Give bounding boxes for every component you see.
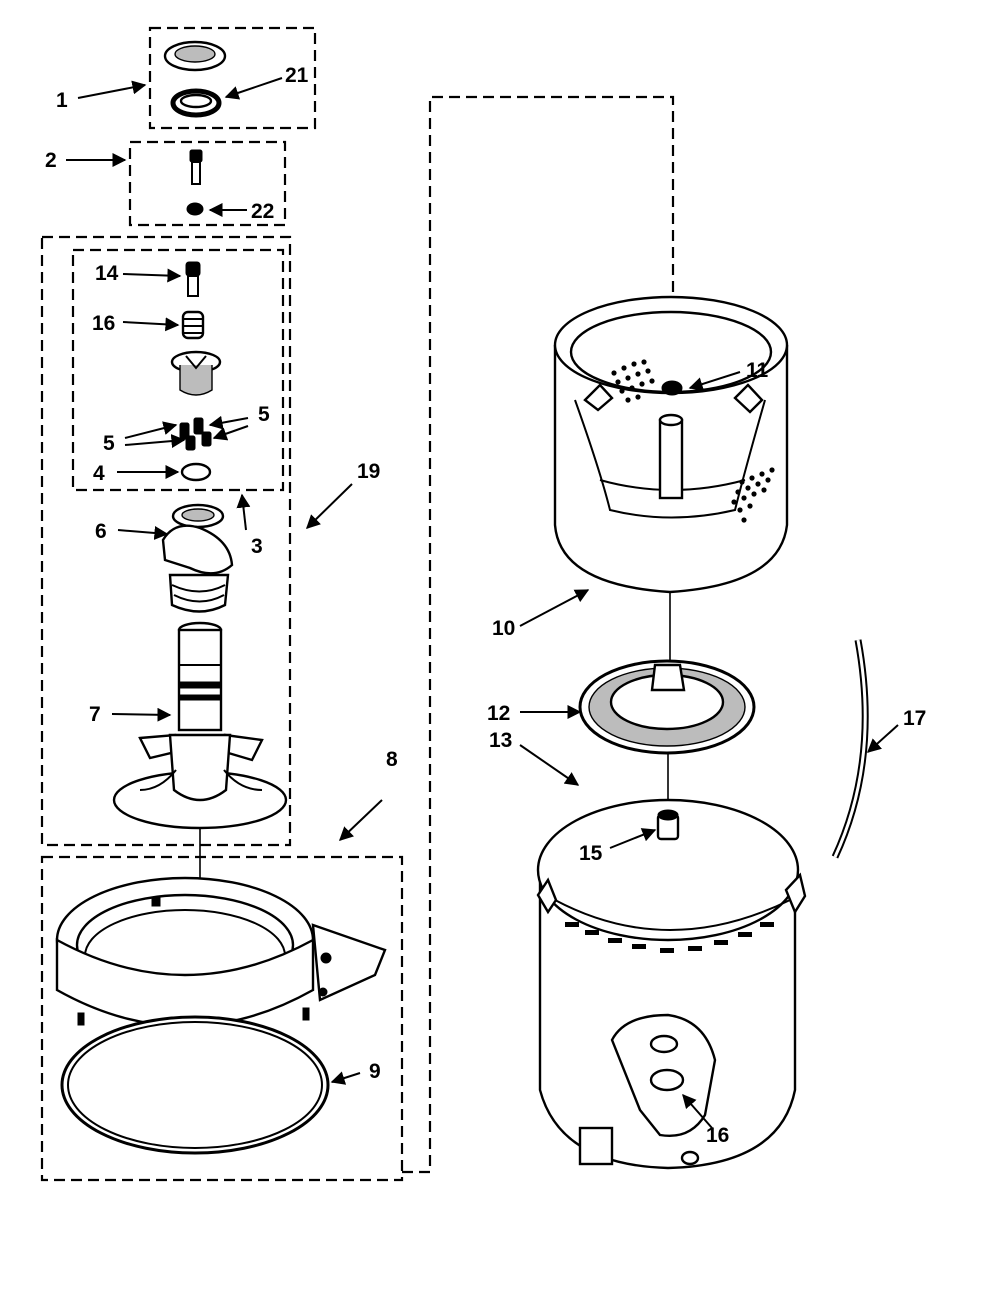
leader-arrows xyxy=(66,77,899,1129)
group-box-3 xyxy=(71,248,285,492)
part-8-base-ring xyxy=(55,876,387,1056)
part-5-dogs xyxy=(179,417,212,451)
part-6-cam-assembly xyxy=(161,503,234,613)
label-part-15: 15 xyxy=(579,842,603,865)
label-part-13: 13 xyxy=(489,729,512,752)
label-part-19: 19 xyxy=(357,460,380,483)
group-outlines xyxy=(40,26,675,1182)
label-part-18: 16 xyxy=(92,312,115,335)
label-part-12: 12 xyxy=(487,702,510,725)
label-part-1: 1 xyxy=(56,89,68,112)
part-22-nut xyxy=(186,202,204,216)
coupling-hub xyxy=(170,350,222,396)
label-part-17: 17 xyxy=(903,707,926,730)
group-box-1-21 xyxy=(148,26,317,130)
label-part-3: 3 xyxy=(251,535,263,558)
part-18-spring xyxy=(181,310,205,340)
part-15-post xyxy=(656,809,680,841)
label-part-4: 4 xyxy=(93,462,105,485)
part-14-bolt xyxy=(185,261,201,297)
label-part-5-right: 5 xyxy=(258,403,270,426)
part-2-bolt xyxy=(189,149,203,185)
label-part-22: 22 xyxy=(251,200,274,223)
label-part-11: 11 xyxy=(746,359,769,382)
label-part-14: 14 xyxy=(95,262,119,285)
part-13-tub xyxy=(536,798,807,1170)
part-12-hub-ring xyxy=(578,659,756,755)
basket-link-dashed-line xyxy=(402,95,675,1174)
part-17-hose xyxy=(831,639,869,859)
label-part-6: 6 xyxy=(95,520,107,543)
label-part-9: 9 xyxy=(369,1060,381,1083)
label-part-7: 7 xyxy=(89,703,101,726)
part-21-ring xyxy=(170,88,222,118)
label-part-2: 2 xyxy=(45,149,57,172)
part-7-shaft-assembly xyxy=(112,621,288,830)
part-4-ring xyxy=(180,462,212,482)
part-1-cap xyxy=(163,40,227,72)
part-10-basket xyxy=(553,295,789,594)
label-part-8: 8 xyxy=(386,748,398,771)
part-9-ring xyxy=(60,1015,330,1155)
label-part-5-left: 5 xyxy=(103,432,115,455)
group-box-2-22 xyxy=(128,140,287,227)
part-labels: 1 21 2 22 14 16 5 5 4 6 3 19 7 8 9 10 11… xyxy=(45,64,926,1147)
label-part-10: 10 xyxy=(492,617,515,640)
label-part-21: 21 xyxy=(285,64,309,87)
group-box-8 xyxy=(40,855,404,1182)
group-box-19 xyxy=(40,235,292,847)
label-part-16: 16 xyxy=(706,1124,729,1147)
